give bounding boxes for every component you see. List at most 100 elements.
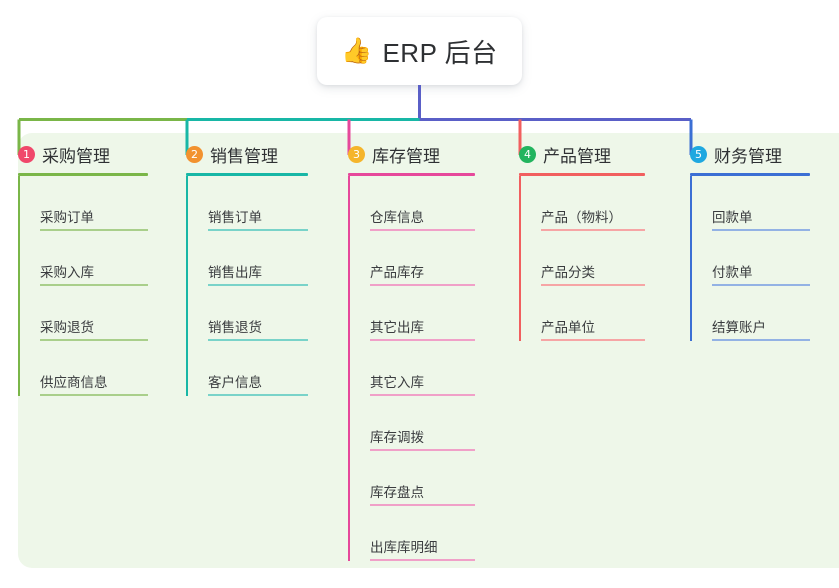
- branch-column: 3 库存管理仓库信息产品库存其它出库其它入库库存调拨库存盘点出库库明细: [348, 133, 475, 561]
- leaf-item-label: 客户信息: [208, 375, 262, 391]
- branch-header-3[interactable]: 3 库存管理: [348, 133, 475, 167]
- root-node[interactable]: 👍 ERP 后台: [317, 17, 522, 85]
- leaf-item[interactable]: 库存盘点: [348, 451, 475, 506]
- leaf-item-rule: [712, 229, 810, 231]
- leaf-item-label: 供应商信息: [40, 375, 108, 391]
- branch-column: 5 财务管理回款单付款单结算账户: [690, 133, 810, 341]
- leaf-item-rule: [370, 559, 475, 561]
- leaf-item[interactable]: 仓库信息: [348, 176, 475, 231]
- branch-title: 财务管理: [714, 146, 782, 166]
- leaf-item-rule: [370, 229, 475, 231]
- leaf-item-label: 出库库明细: [370, 540, 438, 556]
- leaf-item-label: 产品库存: [370, 265, 424, 281]
- leaf-item[interactable]: 采购退货: [18, 286, 148, 341]
- leaf-item-rule: [40, 229, 148, 231]
- branch-number-badge: 4: [519, 145, 536, 163]
- leaf-item[interactable]: 库存调拨: [348, 396, 475, 451]
- branch-header-rule: [348, 173, 475, 176]
- leaf-item-label: 产品分类: [541, 265, 595, 281]
- leaf-item-rule: [40, 284, 148, 286]
- branch-item-list: 产品（物料） 产品分类产品单位: [519, 176, 645, 341]
- leaf-item[interactable]: 供应商信息: [18, 341, 148, 396]
- leaf-item-label: 其它出库: [370, 320, 424, 336]
- branch-spine: [519, 176, 521, 341]
- branch-header-rule: [690, 173, 810, 176]
- leaf-item-label: 销售出库: [208, 265, 262, 281]
- branch-header-rule: [186, 173, 308, 176]
- leaf-item-label: 产品单位: [541, 320, 595, 336]
- leaf-item[interactable]: 回款单: [690, 176, 810, 231]
- leaf-item[interactable]: 销售出库: [186, 231, 308, 286]
- leaf-item-rule: [208, 229, 308, 231]
- branch-spine: [18, 176, 20, 396]
- branch-title: 采购管理: [42, 146, 110, 166]
- leaf-item-rule: [370, 449, 475, 451]
- leaf-item[interactable]: 结算账户: [690, 286, 810, 341]
- leaf-item-rule: [208, 339, 308, 341]
- leaf-item-label: 销售退货: [208, 320, 262, 336]
- leaf-item[interactable]: 其它出库: [348, 286, 475, 341]
- leaf-item-label: 采购入库: [40, 265, 94, 281]
- leaf-item-label: 产品（物料）: [541, 210, 622, 226]
- leaf-item-rule: [370, 504, 475, 506]
- leaf-item[interactable]: 销售订单: [186, 176, 308, 231]
- leaf-item-rule: [40, 394, 148, 396]
- leaf-item[interactable]: 客户信息: [186, 341, 308, 396]
- leaf-item-label: 付款单: [712, 265, 753, 281]
- leaf-item-rule: [208, 284, 308, 286]
- root-node-title: ERP 后台: [382, 37, 498, 68]
- branch-title: 库存管理: [372, 146, 440, 166]
- branch-column: 1 采购管理采购订单采购入库采购退货供应商信息: [18, 133, 148, 396]
- leaf-item-rule: [370, 394, 475, 396]
- branch-number-badge: 5: [690, 145, 707, 163]
- branch-title: 产品管理: [543, 146, 611, 166]
- leaf-item-label: 库存盘点: [370, 485, 424, 501]
- branch-item-list: 销售订单销售出库销售退货客户信息: [186, 176, 308, 396]
- leaf-item-label: 销售订单: [208, 210, 262, 226]
- branch-spine: [186, 176, 188, 396]
- leaf-item-label: 采购退货: [40, 320, 94, 336]
- branch-spine: [348, 176, 350, 561]
- leaf-item-rule: [208, 394, 308, 396]
- branch-column: 4 产品管理产品（物料） 产品分类产品单位: [519, 133, 645, 341]
- leaf-item-rule: [541, 339, 645, 341]
- leaf-item[interactable]: 采购订单: [18, 176, 148, 231]
- branch-item-list: 采购订单采购入库采购退货供应商信息: [18, 176, 148, 396]
- leaf-item[interactable]: 产品库存: [348, 231, 475, 286]
- thumbs-up-icon: 👍: [341, 36, 373, 65]
- leaf-item[interactable]: 产品（物料）: [519, 176, 645, 231]
- root-node-content: 👍 ERP 后台: [341, 33, 497, 70]
- leaf-item[interactable]: 产品分类: [519, 231, 645, 286]
- branch-header-4[interactable]: 4 产品管理: [519, 133, 645, 167]
- branch-number-badge: 3: [348, 145, 365, 163]
- leaf-item-rule: [370, 339, 475, 341]
- leaf-item-rule: [712, 284, 810, 286]
- leaf-item[interactable]: 销售退货: [186, 286, 308, 341]
- leaf-item-label: 其它入库: [370, 375, 424, 391]
- leaf-item-rule: [40, 339, 148, 341]
- leaf-item[interactable]: 采购入库: [18, 231, 148, 286]
- branch-panel: [18, 133, 839, 568]
- leaf-item[interactable]: 产品单位: [519, 286, 645, 341]
- leaf-item-label: 采购订单: [40, 210, 94, 226]
- leaf-item-label: 结算账户: [712, 320, 766, 336]
- branch-number-badge: 1: [18, 145, 35, 163]
- leaf-item-label: 库存调拨: [370, 430, 424, 446]
- branch-spine: [690, 176, 692, 341]
- branch-header-5[interactable]: 5 财务管理: [690, 133, 810, 167]
- leaf-item-label: 回款单: [712, 210, 753, 226]
- branch-item-list: 回款单付款单结算账户: [690, 176, 810, 341]
- leaf-item[interactable]: 出库库明细: [348, 506, 475, 561]
- branch-header-rule: [18, 173, 148, 176]
- leaf-item-label: 仓库信息: [370, 210, 424, 226]
- branch-header-1[interactable]: 1 采购管理: [18, 133, 148, 167]
- leaf-item[interactable]: 付款单: [690, 231, 810, 286]
- leaf-item-rule: [541, 284, 645, 286]
- leaf-item-rule: [541, 229, 645, 231]
- branch-header-rule: [519, 173, 645, 176]
- leaf-item[interactable]: 其它入库: [348, 341, 475, 396]
